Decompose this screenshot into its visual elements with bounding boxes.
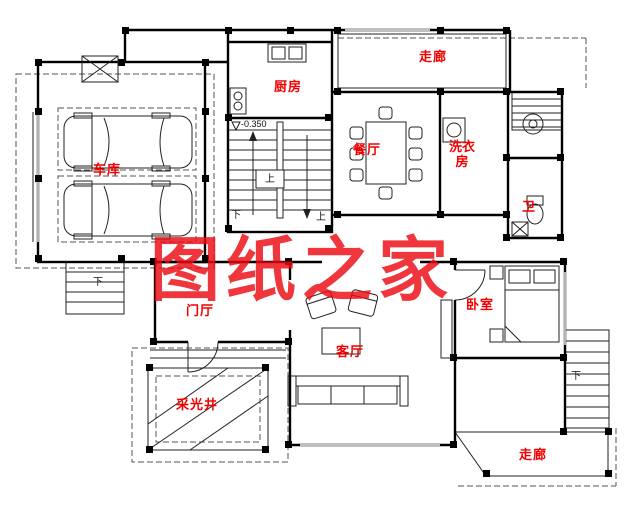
sofa-back [295,375,401,387]
room-label-kitchen: 厨房 [274,79,303,94]
car [63,112,193,172]
tv-cabinet [440,299,453,359]
nightstand [489,265,504,280]
room-label-foyer: 门厅 [186,303,215,318]
bath-fixtures [511,195,544,237]
lightwell-outline [147,367,269,451]
room-label-garage: 车库 [93,162,122,177]
basin [522,113,544,135]
toilet [526,203,544,225]
room-label-lightwell: 采光井 [176,397,219,412]
armchair [305,290,337,320]
shower-tray [511,221,529,237]
bed [504,265,560,343]
kitchen-stair-walls [226,40,334,234]
door-arcs [187,269,486,373]
washing-machine [442,117,466,143]
equipment-box [81,55,119,83]
dining-table [349,106,423,200]
coffee-table [321,327,361,355]
toilet-tank [526,195,544,206]
kitchen-fixtures [81,43,307,115]
pillow [533,269,556,284]
exterior-stair-left [65,261,125,315]
armchair [347,289,379,317]
elevation-marker-triangle [231,121,241,132]
nightstand [489,328,504,343]
staircase [228,121,332,219]
thin-outlines [32,33,610,477]
stair-up-label: 上 [316,212,326,223]
room-label-bedroom: 卧室 [466,297,495,312]
laundry-fixtures [442,113,544,143]
left-stair-down-label: 下 [93,277,103,288]
stair-down-label: 下 [231,210,241,221]
stove [229,87,247,115]
room-label-living: 客厅 [336,344,365,359]
stair-void-label: 上 [265,174,275,185]
room-label-dining: 餐厅 [353,142,382,157]
corridor-top-outline [337,33,507,89]
room-label-bath: 卫 [522,199,537,214]
elevation-label: -0.350 [241,119,267,129]
room-label-corridor-bottom: 走廊 [519,447,548,462]
living-furniture [287,289,453,407]
bedroom-furniture [489,265,560,343]
pillow [508,269,531,284]
watermark: 图纸之家 [150,233,454,310]
stair-void-box [255,169,285,189]
room-label-laundry: 洗衣房 [448,139,475,169]
kitchen-sink [267,43,307,63]
room-label-corridor-top: 走廊 [419,49,448,64]
right-stair-down-label: 下 [571,371,581,382]
window-lines [37,29,566,446]
